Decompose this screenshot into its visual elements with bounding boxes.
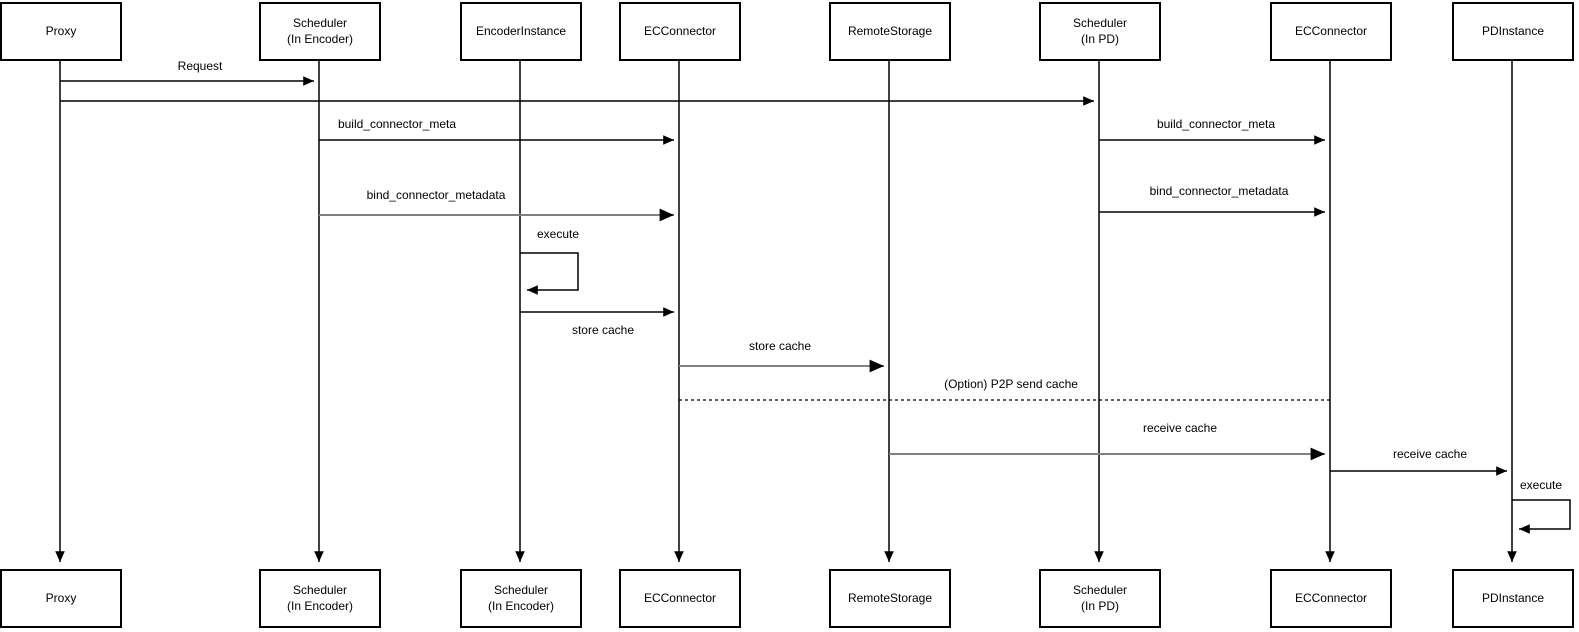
participant-label: Scheduler (In PD) [1072, 15, 1128, 46]
participant-top-remote-storage: RemoteStorage [829, 2, 951, 61]
message-label-build-connector-meta-left: build_connector_meta [337, 117, 457, 131]
message-label-store-cache-2: store cache [748, 339, 812, 353]
message-execute-self-loop-right [1512, 499, 1571, 534]
message-label-request: Request [177, 59, 223, 73]
participant-top-scheduler-pd: Scheduler (In PD) [1039, 2, 1161, 61]
participant-label: ECConnector [643, 23, 717, 38]
participant-label: Proxy [45, 23, 77, 38]
participant-top-ec-connector-2: ECConnector [1270, 2, 1392, 61]
participant-label: RemoteStorage [847, 23, 933, 38]
message-label-bind-connector-metadata-right: bind_connector_metadata [1149, 184, 1289, 198]
participant-bottom-scheduler-pd: Scheduler (In PD) [1039, 569, 1161, 628]
participant-bottom-proxy: Proxy [0, 569, 122, 628]
message-label-execute-right: execute [1519, 478, 1563, 492]
message-label-store-cache-1: store cache [571, 323, 635, 337]
participant-label: Scheduler (In Encoder) [286, 582, 354, 613]
participant-label: Scheduler (In Encoder) [286, 15, 354, 46]
participant-label: PDInstance [1481, 23, 1545, 38]
message-label-bind-connector-metadata-left: bind_connector_metadata [366, 188, 506, 202]
participant-label: ECConnector [1294, 590, 1368, 605]
participant-label: ECConnector [1294, 23, 1368, 38]
participant-label: Scheduler (In PD) [1072, 582, 1128, 613]
participant-bottom-scheduler-encoder-2: Scheduler (In Encoder) [460, 569, 582, 628]
participant-bottom-scheduler-encoder: Scheduler (In Encoder) [259, 569, 381, 628]
participant-bottom-ec-connector-1: ECConnector [619, 569, 741, 628]
participant-top-pd-instance: PDInstance [1452, 2, 1574, 61]
participant-top-ec-connector-1: ECConnector [619, 2, 741, 61]
participant-label: PDInstance [1481, 590, 1545, 605]
participant-label: EncoderInstance [475, 23, 567, 38]
participant-label: Proxy [45, 590, 77, 605]
message-label-p2p-send-cache: (Option) P2P send cache [944, 377, 1078, 391]
participant-label: Scheduler (In Encoder) [487, 582, 555, 613]
participant-top-encoder-instance: EncoderInstance [460, 2, 582, 61]
participant-label: ECConnector [643, 590, 717, 605]
participant-bottom-pd-instance: PDInstance [1452, 569, 1574, 628]
participant-label: RemoteStorage [847, 590, 933, 605]
participant-top-scheduler-encoder: Scheduler (In Encoder) [259, 2, 381, 61]
participant-top-proxy: Proxy [0, 2, 122, 61]
message-label-receive-cache-2: receive cache [1392, 447, 1468, 461]
participant-bottom-ec-connector-2: ECConnector [1270, 569, 1392, 628]
message-label-receive-cache-1: receive cache [1142, 421, 1218, 435]
message-label-build-connector-meta-right: build_connector_meta [1156, 117, 1276, 131]
message-label-execute-left: execute [536, 227, 580, 241]
participant-bottom-remote-storage: RemoteStorage [829, 569, 951, 628]
message-execute-self-loop-left [520, 252, 579, 295]
